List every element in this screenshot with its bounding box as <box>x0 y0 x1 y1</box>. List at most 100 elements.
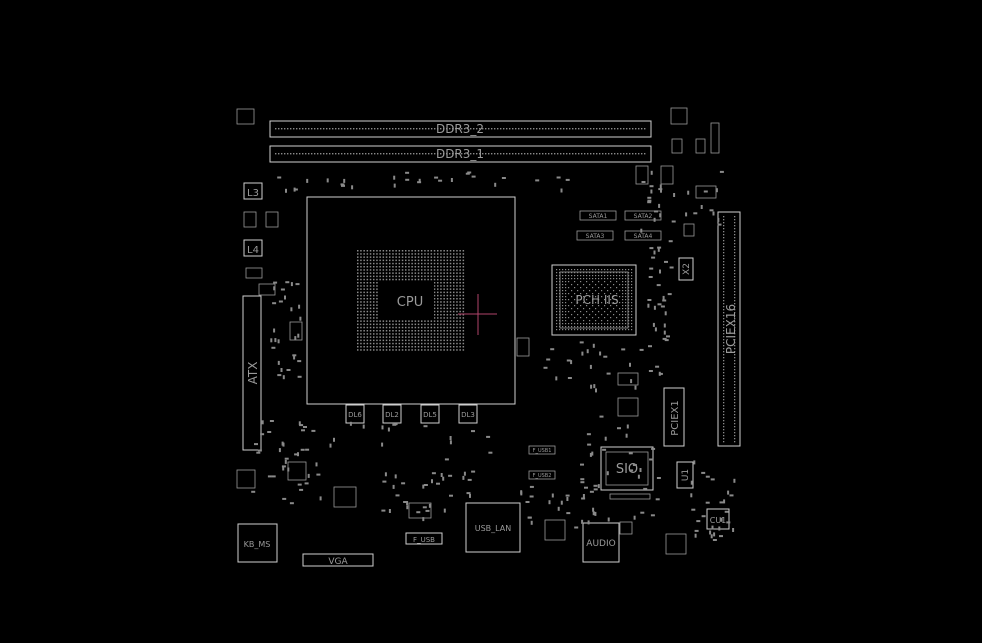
cpu-land <box>462 282 465 284</box>
cpu-land <box>443 259 445 262</box>
cpu-land <box>411 250 413 252</box>
cpu-land <box>462 320 465 322</box>
cpu-land <box>449 272 452 274</box>
passive-component <box>592 511 595 516</box>
cpu-land <box>379 342 381 345</box>
pcie-pin <box>734 276 736 278</box>
dimm-pin <box>344 128 346 130</box>
cpu-land <box>437 304 439 306</box>
pcie-pin <box>723 348 725 350</box>
cpu-land <box>440 253 442 255</box>
pch-ball <box>589 278 591 280</box>
pcie-pin <box>734 234 736 236</box>
cpu-land <box>395 320 397 322</box>
passive-component <box>449 436 452 440</box>
dimm-pin <box>371 153 373 155</box>
cpu-land <box>376 250 378 252</box>
pch-ball <box>607 308 609 310</box>
pch-ball <box>556 302 558 304</box>
dimm-pin <box>296 153 298 155</box>
cpu-land <box>430 262 433 265</box>
pch-ball <box>592 299 594 301</box>
passive-component <box>422 517 425 522</box>
pch-ball <box>592 326 594 328</box>
cpu-land <box>363 317 365 319</box>
port-label: KB_MS <box>244 540 271 549</box>
pch-ball <box>598 272 600 274</box>
pch-ball <box>616 299 618 301</box>
cpu-land <box>459 336 461 338</box>
cpu-land <box>405 342 407 345</box>
pch-ball <box>568 299 570 301</box>
cpu-land <box>424 253 426 255</box>
passive-component <box>381 509 386 512</box>
passive-component <box>298 304 301 309</box>
cpu-land <box>424 323 426 326</box>
cpu-land <box>443 304 445 306</box>
pch-ball <box>613 329 615 331</box>
pcie-pin <box>734 261 736 263</box>
pch-ball <box>604 272 606 274</box>
cpu-land <box>369 275 372 278</box>
cpu-land <box>376 272 378 274</box>
cpu-land <box>443 317 445 319</box>
pch-ball <box>580 311 582 313</box>
pcie-pin <box>734 366 736 368</box>
cpu-land <box>453 330 455 332</box>
cpu-land <box>449 282 452 284</box>
component-outline <box>617 372 639 386</box>
passive-component <box>298 421 301 426</box>
pch-ball <box>595 302 597 304</box>
cpu-land <box>382 266 385 268</box>
pch-ball <box>628 296 630 298</box>
cpu-land <box>369 333 372 335</box>
cpu-land <box>398 330 401 332</box>
cpu-land <box>363 288 365 290</box>
cpu-land <box>408 342 410 345</box>
dimm-pin <box>536 153 538 155</box>
dimm-slot-ddr3-1: DDR3_1 <box>269 145 652 163</box>
pcie-pin <box>723 399 725 401</box>
dimm-pin <box>506 128 508 130</box>
pch-ball <box>631 269 633 271</box>
cpu-land <box>392 323 394 326</box>
cpu-land <box>456 256 458 258</box>
cpu-land <box>433 266 436 268</box>
pch-ball <box>604 311 606 313</box>
cpu-land <box>389 272 391 274</box>
cpu-land <box>462 304 465 306</box>
component-outline <box>258 283 276 296</box>
pch-ball <box>592 278 594 280</box>
pch-ball <box>568 269 570 271</box>
passive-component <box>590 384 593 389</box>
dimm-pin <box>368 128 370 130</box>
pcie-pin <box>734 336 736 338</box>
cpu-land <box>440 330 442 332</box>
cpu-land <box>408 349 410 351</box>
passive-component <box>529 495 534 498</box>
cpu-land <box>385 333 388 335</box>
cpu-land <box>456 317 458 319</box>
passive-component <box>703 190 708 193</box>
cpu-land <box>363 323 365 326</box>
passive-component <box>653 305 656 310</box>
cpu-land <box>430 346 433 348</box>
dimm-pin <box>620 153 622 155</box>
dimm-pin <box>623 128 625 130</box>
cpu-land <box>437 336 439 338</box>
cpu-land <box>360 346 362 348</box>
pcie-pin <box>734 246 736 248</box>
cpu-land <box>401 336 404 338</box>
dimm-pin <box>416 153 418 155</box>
passive-component <box>567 377 572 379</box>
cpu-land <box>385 278 388 281</box>
pcie-pin <box>723 246 725 248</box>
pch-ball <box>565 314 567 316</box>
cpu-land <box>440 336 442 338</box>
pcie-pin <box>734 228 736 230</box>
pch-ball <box>613 308 615 310</box>
passive-component <box>551 493 554 498</box>
cpu-land <box>369 294 372 297</box>
cpu-land <box>443 346 445 348</box>
